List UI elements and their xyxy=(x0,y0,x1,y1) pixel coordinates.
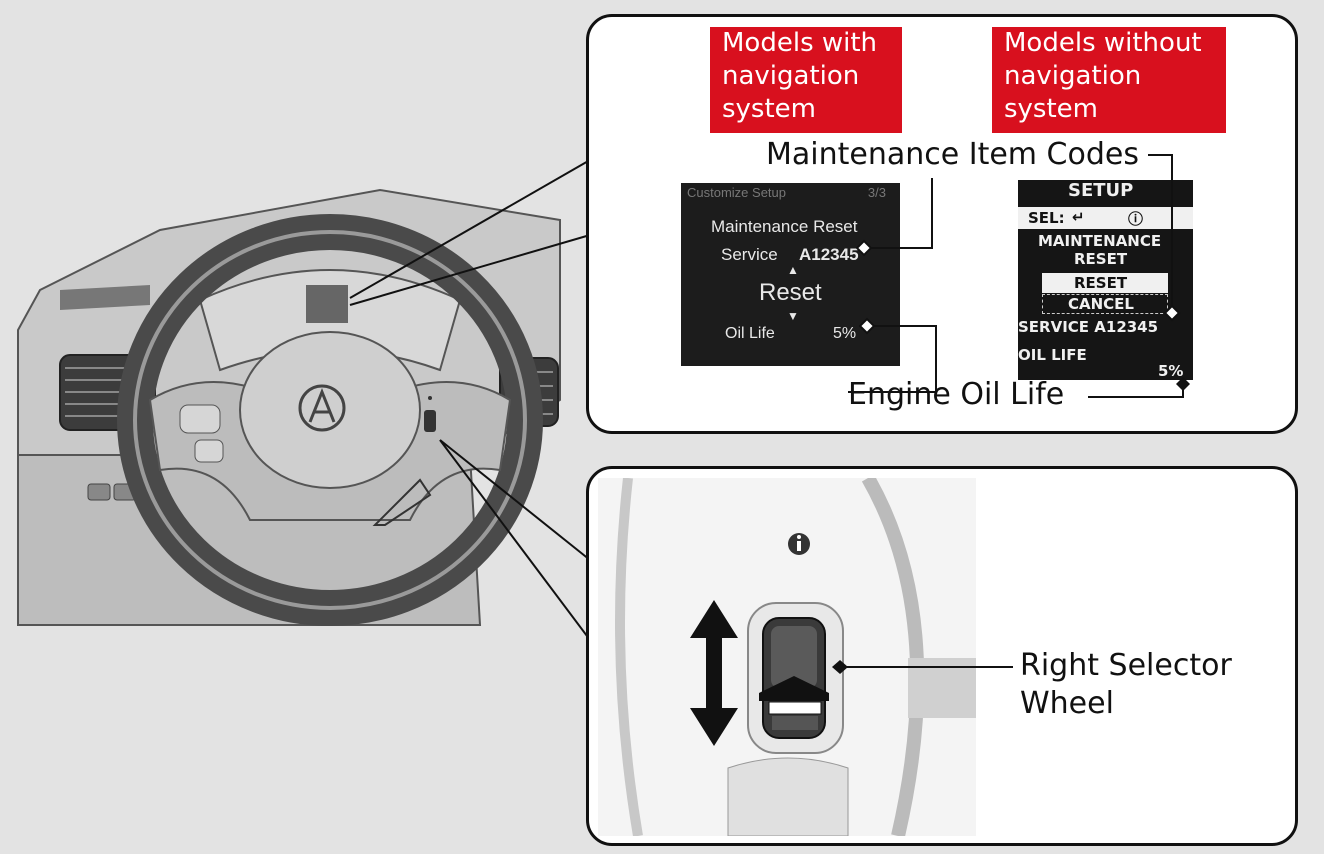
std-screen-sel-bar xyxy=(1018,207,1193,229)
enter-icon: ↵ xyxy=(1072,208,1085,226)
right-selector-wheel-label-line1: Right Selector xyxy=(1020,648,1232,683)
steering-wheel-logo xyxy=(298,384,346,432)
std-screen-menu-line1: MAINTENANCE xyxy=(1038,232,1162,250)
nav-screen-service-code: A12345 xyxy=(799,245,859,264)
nav-screen-down-caret: ▼ xyxy=(787,309,799,323)
pointer-line-bottom-a xyxy=(439,439,591,561)
label-models-with-nav-text: Models with navigation system xyxy=(722,28,878,124)
nav-screen-header: Customize Setup xyxy=(687,185,786,200)
nav-model-screen: Customize Setup 3/3 Maintenance Reset Se… xyxy=(681,183,900,366)
std-screen-reset-highlight xyxy=(1042,273,1168,293)
std-screen-oil-value: 5% xyxy=(1158,362,1184,380)
std-screen-option-reset: RESET xyxy=(1074,274,1128,292)
std-screen-oil-label: OIL LIFE xyxy=(1018,346,1087,364)
up-down-arrow-icon xyxy=(690,600,738,746)
std-screen-title: SETUP xyxy=(1068,180,1134,201)
maintenance-item-codes-label: Maintenance Item Codes xyxy=(766,137,1139,172)
pointer-line-bottom-b xyxy=(439,439,591,641)
std-screen-sel-label: SEL: xyxy=(1028,209,1065,227)
pointer-line-top-a xyxy=(349,159,591,299)
nav-screen-page: 3/3 xyxy=(867,185,886,200)
selector-wheel-closeup xyxy=(598,478,976,836)
engine-oil-life-label: Engine Oil Life xyxy=(848,377,1065,412)
nav-screen-reset: Reset xyxy=(759,279,822,306)
label-models-without-nav-text: Models without navigation system xyxy=(1004,28,1202,124)
label-models-without-nav: Models without navigation system xyxy=(992,27,1226,133)
std-screen-option-cancel: CANCEL xyxy=(1068,295,1134,313)
nav-screen-oil-label: Oil Life xyxy=(725,325,775,342)
nav-screen-up-caret: ▲ xyxy=(787,263,799,277)
nav-screen-oil-value: 5% xyxy=(833,325,857,342)
pointer-line-top-b xyxy=(349,234,591,306)
info-button-icon xyxy=(788,533,810,555)
nav-screen-title: Maintenance Reset xyxy=(711,217,858,236)
label-models-with-nav: Models with navigation system xyxy=(710,27,902,133)
nav-screen-service-label: Service xyxy=(721,245,778,264)
std-screen-service: SERVICE A12345 xyxy=(1018,318,1159,336)
std-screen-menu-line2: RESET xyxy=(1074,250,1128,268)
right-selector-wheel-label-line2: Wheel xyxy=(1020,686,1114,721)
info-icon: ⓘ xyxy=(1128,210,1144,228)
standard-model-screen: SETUP SEL: ↵ ⓘ MAINTENANCE RESET RESET C… xyxy=(1018,180,1193,380)
right-selector-wheel-small xyxy=(424,410,436,432)
multi-information-display xyxy=(306,285,348,323)
std-screen-cancel-box xyxy=(1042,294,1168,314)
